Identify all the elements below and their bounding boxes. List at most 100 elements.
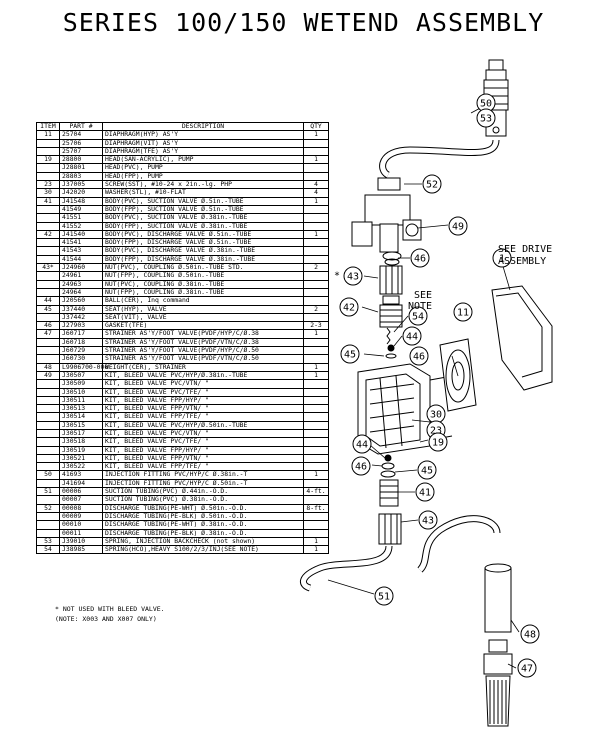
callout-number: 19 — [432, 438, 444, 449]
callout-star: * — [334, 271, 340, 282]
see-note-label-1: SEE — [414, 290, 432, 301]
see-drive-assembly-note-2: ASSEMBLY — [498, 256, 546, 267]
coupling-nut-lower — [378, 513, 402, 545]
callout-c48: 48 — [520, 624, 540, 644]
cell-qty: 2 — [303, 263, 329, 273]
discharge-valve — [379, 295, 403, 359]
callout-c11: 11 — [453, 302, 473, 322]
cell-qty: 1 — [303, 370, 329, 381]
callout-number: 52 — [426, 180, 438, 191]
callout-c45b: 45 — [417, 460, 437, 480]
coupling-nut-upper — [379, 265, 403, 295]
cell-qty: 4-ft. — [303, 487, 329, 497]
header-qty: QTY — [303, 121, 329, 132]
callout-c45a: 45 — [340, 344, 360, 364]
callout-c51: 51 — [374, 586, 394, 606]
callout-number: 44 — [406, 332, 418, 343]
callout-number: 43 — [422, 516, 434, 527]
callout-number: 53 — [480, 114, 492, 125]
footnote-line-1: * NOT USED WITH BLEED VALVE. — [55, 605, 165, 613]
cell-qty: 1 — [303, 130, 329, 140]
callout-c54: 54 — [408, 306, 428, 326]
callout-c41: 41 — [415, 482, 435, 502]
page-title: SERIES 100/150 WETEND ASSEMBLY — [62, 8, 545, 37]
suction-valve — [379, 454, 399, 507]
callout-number: 50 — [480, 99, 492, 110]
footnote-line-2: (NOTE: X003 AND X007 ONLY) — [55, 615, 157, 623]
cell-part: L9906700-000 — [59, 362, 108, 372]
callout-number: 51 — [378, 592, 390, 603]
cell-qty: 4 — [303, 188, 329, 198]
callout-c30: 30 — [426, 404, 446, 424]
table-header-row: ITEM PART # DESCRIPTION QTY — [36, 121, 329, 132]
callout-number: 46 — [414, 254, 426, 265]
callout-c49: 49 — [448, 216, 468, 236]
cell-qty: 2 — [303, 304, 329, 314]
bleed-valve-body — [351, 177, 422, 253]
callout-c42: 42 — [339, 297, 359, 317]
footnote: * NOT USED WITH BLEED VALVE. (NOTE: X003… — [55, 604, 165, 624]
callout-c43b: 43 — [418, 510, 438, 530]
callout-number: 45 — [421, 466, 433, 477]
drive-assembly-outline — [491, 285, 553, 391]
callout-c46b: 46 — [409, 346, 429, 366]
callout-c43a: 43 — [343, 266, 363, 286]
cell-qty: 2-3 — [303, 321, 329, 331]
callout-number: 41 — [419, 488, 431, 499]
cell-qty: 4 — [303, 180, 329, 190]
callout-number: 30 — [430, 410, 442, 421]
callout-c44b: 44 — [352, 434, 372, 454]
callout-c53: 53 — [476, 108, 496, 128]
callout-c46c: 46 — [351, 456, 371, 476]
callout-c52: 52 — [422, 174, 442, 194]
callout-number: 54 — [412, 312, 424, 323]
callout-c1: 1 — [492, 248, 512, 268]
foot-valve-strainer — [483, 639, 513, 727]
callout-number: 23 — [430, 426, 442, 437]
cell-qty: 1 — [303, 470, 329, 480]
callout-number: 43 — [347, 272, 359, 283]
cell-qty: 1 — [303, 155, 329, 165]
callout-number: 46 — [355, 462, 367, 473]
callout-c46a: 46 — [410, 248, 430, 268]
cell-qty: 1 — [303, 536, 329, 547]
callout-number: 11 — [457, 308, 469, 319]
callout-number: 42 — [343, 303, 355, 314]
see-note-label-2: NOTE — [408, 301, 432, 312]
callout-number: 1 — [499, 254, 505, 265]
callout-c47: 47 — [517, 658, 537, 678]
callout-number: 46 — [413, 352, 425, 363]
cell-qty: 1 — [303, 329, 329, 339]
callout-c44a: 44 — [402, 326, 422, 346]
cell-qty: 1 — [303, 362, 329, 372]
strainer-weight — [484, 563, 512, 633]
